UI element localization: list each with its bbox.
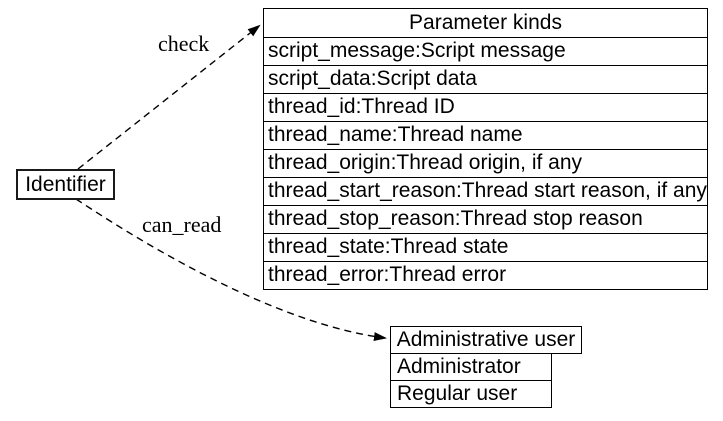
parameter-kind-row: thread_id:Thread ID <box>264 93 707 121</box>
edge-label-check: check <box>158 31 210 56</box>
identifier-label: Identifier <box>25 172 106 196</box>
edge-label-can-read: can_read <box>142 212 222 237</box>
admin-user-row: Regular user <box>390 380 552 408</box>
edge-can-read-line <box>75 198 387 342</box>
admin-user-row: Administrator <box>390 353 552 381</box>
node-parameter-kinds: Parameter kinds script_message:Script me… <box>263 8 708 290</box>
admin-user-title: Administrative user <box>390 326 582 354</box>
node-identifier: Identifier <box>16 169 115 200</box>
parameter-kind-row: script_data:Script data <box>264 65 707 93</box>
parameter-kinds-title: Parameter kinds <box>409 11 562 34</box>
edge-check-line <box>77 24 261 170</box>
parameter-kind-row: thread_state:Thread state <box>264 233 707 261</box>
parameter-kind-row: thread_name:Thread name <box>264 121 707 149</box>
parameter-kind-row: thread_stop_reason:Thread stop reason <box>264 205 707 233</box>
parameter-kind-row: script_message:Script message <box>264 37 707 65</box>
parameter-kind-row: thread_start_reason:Thread start reason,… <box>264 177 707 205</box>
parameter-kind-row: thread_origin:Thread origin, if any <box>264 149 707 177</box>
parameter-kind-row: thread_error:Thread error <box>264 261 707 289</box>
